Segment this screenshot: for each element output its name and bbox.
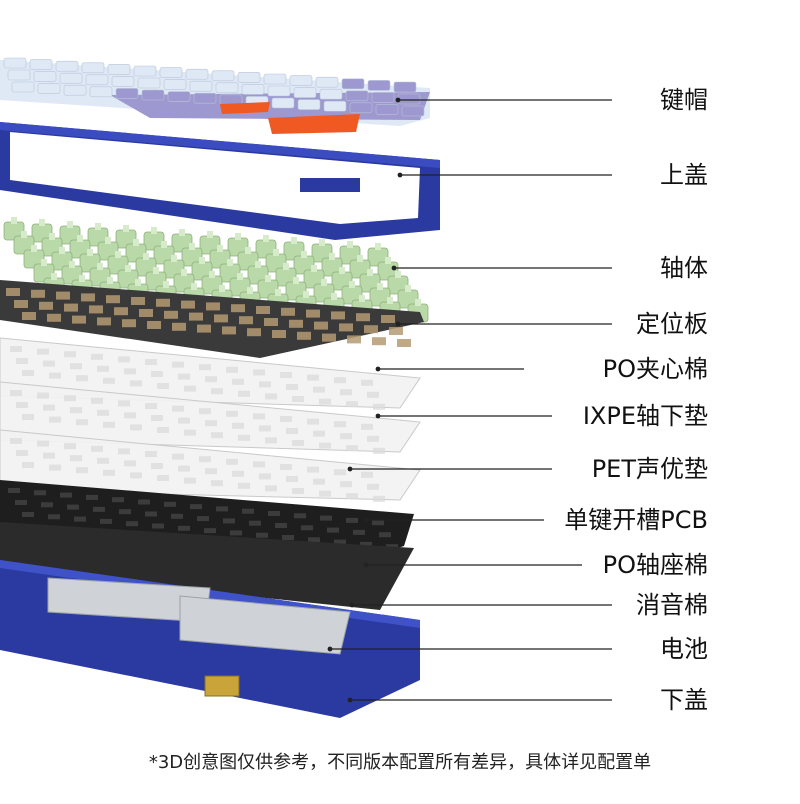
leader-dot: [363, 562, 369, 568]
pet-sound-pad-layer: [0, 429, 421, 502]
label-battery: 电池: [660, 635, 708, 663]
ixpe-switch-pad-layer: [0, 381, 421, 454]
label-po-socket-foam: PO轴座棉: [602, 551, 708, 579]
label-silencing-foam: 消音棉: [636, 591, 708, 619]
leader-dot: [347, 466, 353, 472]
leader-dot: [397, 172, 403, 178]
label-ixpe-switch-pad: IXPE轴下垫: [582, 402, 708, 430]
top-case-layer: [0, 122, 440, 240]
leader-dot: [395, 321, 401, 327]
battery-block: [179, 595, 351, 655]
leader-dot: [363, 517, 369, 523]
leader-dot: [395, 97, 401, 103]
label-po-sandwich-foam: PO夹心棉: [602, 355, 708, 383]
plate-layer: [0, 280, 424, 358]
leader-dot: [347, 697, 353, 703]
pcb-layer: [0, 480, 414, 560]
leader-dot: [391, 265, 397, 271]
leader-dot: [375, 413, 381, 419]
label-keycaps: 键帽: [660, 86, 708, 114]
label-switches: 轴体: [660, 254, 708, 282]
po-sandwich-foam-layer: [0, 337, 421, 410]
label-plate: 定位板: [636, 310, 708, 338]
leader-dot: [375, 366, 381, 372]
label-pet-sound-pad: PET声优垫: [591, 455, 708, 483]
label-slotted-pcb: 单键开槽PCB: [564, 506, 708, 534]
footnote: *3D创意图仅供参考，不同版本配置所有差异，具体详见配置单: [148, 752, 652, 773]
po-socket-foam-layer: [0, 522, 414, 610]
keycaps-layer: [0, 57, 430, 134]
label-top-case: 上盖: [660, 161, 708, 189]
leader-dot: [349, 602, 355, 608]
leader-dot: [327, 646, 333, 652]
label-bottom-case: 下盖: [660, 686, 708, 714]
